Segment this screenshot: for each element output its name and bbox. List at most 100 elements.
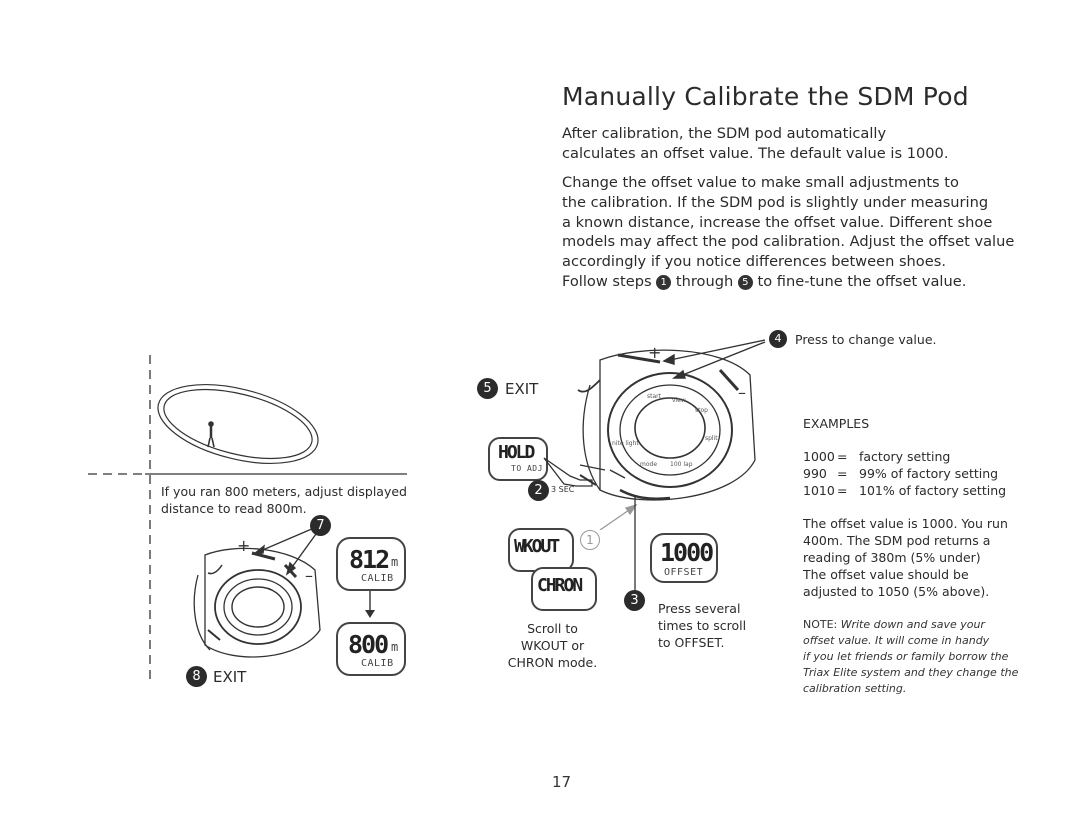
lcd-offset: 1000 OFFSET xyxy=(650,533,718,583)
paragraph-line: The offset value should be xyxy=(803,567,969,582)
exit-label-center: EXIT xyxy=(505,380,539,398)
lcd-unit: m xyxy=(391,640,399,654)
lcd-value: CHRON xyxy=(537,575,583,596)
lcd-value: WKOUT xyxy=(514,536,560,557)
paragraph-line: reading of 380m (5% under) xyxy=(803,550,981,565)
swoosh-icon xyxy=(207,564,223,575)
lcd-value: 800 xyxy=(348,630,389,659)
example-row: 990=99% of factory setting xyxy=(803,466,999,481)
watch-face-ring xyxy=(619,384,721,476)
follow-prefix: Follow steps xyxy=(562,272,652,290)
center-watch-illustration: start view stop split mode 100 lap nite … xyxy=(577,349,756,501)
page-number: 17 xyxy=(552,773,572,791)
watch-screen xyxy=(634,397,706,459)
follow-steps-line: Follow steps 1 through 5 to fine-tune th… xyxy=(562,272,1014,292)
examples-table: 1000=factory setting 990=99% of factory … xyxy=(803,448,1006,499)
page-title: Manually Calibrate the SDM Pod xyxy=(562,82,969,111)
watch-strap-outline xyxy=(204,547,321,658)
lcd-calib-800: 800 m CALIB xyxy=(336,622,406,676)
step-5-marker: 5 xyxy=(737,274,753,290)
intro-line: calculates an offset value. The default … xyxy=(562,144,949,162)
step-1-marker-outline: 1 xyxy=(580,530,600,550)
watch-button-label: stop xyxy=(695,407,708,414)
step-4-marker: 4 xyxy=(769,330,787,348)
left-plus-icon: + xyxy=(237,536,251,555)
watch-strap-outline xyxy=(599,349,756,501)
intro-paragraph: After calibration, the SDM pod automatic… xyxy=(562,124,948,164)
center-plus-icon: + xyxy=(648,343,662,362)
paragraph-line: adjusted to 1050 (5% above). xyxy=(803,584,990,599)
caption-line: distance to read 800m. xyxy=(161,501,307,516)
lcd-label: CALIB xyxy=(361,658,394,669)
lcd-label: TO ADJ xyxy=(511,464,543,473)
offset-example-paragraph: The offset value is 1000. You run 400m. … xyxy=(803,515,1008,600)
watch-face-ring xyxy=(223,578,293,636)
watch-bezel xyxy=(214,569,302,645)
watch-button-label: start xyxy=(647,393,662,400)
lcd-value: 812 xyxy=(349,545,390,574)
body-line: the calibration. If the SDM pod is sligh… xyxy=(562,193,989,211)
lcd-unit: m xyxy=(391,555,399,569)
lcd-label: CALIB xyxy=(361,573,394,584)
body-line: a known distance, increase the offset va… xyxy=(562,213,993,231)
dashed-guide-lines xyxy=(88,355,151,685)
step-2-marker: 2 xyxy=(528,480,549,501)
note-line: offset value. It will come in handy xyxy=(803,634,990,647)
lcd-wkout: WKOUT xyxy=(508,528,574,572)
pointer-hand-icon xyxy=(543,457,593,487)
note-line: if you let friends or family borrow the xyxy=(803,650,1009,663)
example-row: 1010=101% of factory setting xyxy=(803,483,1007,498)
watch-button-label: mode xyxy=(640,461,657,468)
body-line: Change the offset value to make small ad… xyxy=(562,174,959,191)
press-change-label: Press to change value. xyxy=(795,332,937,347)
step-3-marker: 3 xyxy=(624,590,645,611)
watch-button-label: split xyxy=(705,435,718,442)
watch-button-label: nite light xyxy=(612,440,639,447)
watch-button-label: view xyxy=(672,397,686,404)
example-row: 1000=factory setting xyxy=(803,449,951,464)
caption-line: to OFFSET. xyxy=(658,635,725,650)
lcd-label: OFFSET xyxy=(664,567,704,578)
body-line: models may affect the pod calibration. A… xyxy=(562,233,1015,251)
caption-line: Scroll to xyxy=(527,621,578,636)
down-arrow-icon xyxy=(365,591,375,618)
lcd-chron: CHRON xyxy=(531,567,597,611)
watch-button-label: 100 lap xyxy=(670,461,693,468)
note-label: NOTE: xyxy=(803,618,838,631)
follow-suffix: to fine-tune the offset value. xyxy=(757,272,967,290)
watch-edge xyxy=(582,384,601,491)
follow-mid: through xyxy=(675,272,734,290)
watch-bezel xyxy=(607,372,733,488)
step-7-marker: 7 xyxy=(310,515,331,536)
body-paragraph: Change the offset value to make small ad… xyxy=(562,173,1014,292)
track-caption: If you ran 800 meters, adjust displayed … xyxy=(161,483,407,517)
lcd-hold: HOLD TO ADJ xyxy=(488,437,548,481)
note-line: Write down and save your xyxy=(840,618,985,631)
caption-line: WKOUT or xyxy=(520,638,585,653)
intro-line: After calibration, the SDM pod automatic… xyxy=(562,125,887,142)
center-minus-icon: – xyxy=(738,383,746,402)
runner-figure xyxy=(207,421,215,448)
three-sec-label: 3 SEC xyxy=(551,485,575,494)
lcd-value: HOLD xyxy=(498,442,535,463)
watch-screen xyxy=(231,586,285,628)
note-line: Triax Elite system and they change the xyxy=(803,666,1019,679)
note-block: NOTE: Write down and save your offset va… xyxy=(803,617,1043,697)
lcd-value: 1000 xyxy=(660,538,714,567)
paragraph-line: The offset value is 1000. You run xyxy=(803,516,1008,531)
examples-heading: EXAMPLES xyxy=(803,416,870,431)
center-arrows xyxy=(579,339,766,530)
press-caption: Press several times to scroll to OFFSET. xyxy=(658,600,746,651)
left-minus-icon: – xyxy=(305,566,313,585)
lcd-calib-812: 812 m CALIB xyxy=(336,537,406,591)
body-line: accordingly if you notice differences be… xyxy=(562,253,946,271)
vertical-pointer-line xyxy=(634,495,636,590)
step-5-label-marker: 5 xyxy=(477,378,498,399)
paragraph-line: 400m. The SDM pod returns a xyxy=(803,533,991,548)
watch-edge xyxy=(193,574,211,651)
exit-label-left: EXIT xyxy=(213,668,247,686)
note-line: calibration setting. xyxy=(803,682,907,695)
running-track xyxy=(157,384,319,464)
track-illustration xyxy=(88,355,407,685)
caption-line: Press several xyxy=(658,601,741,616)
